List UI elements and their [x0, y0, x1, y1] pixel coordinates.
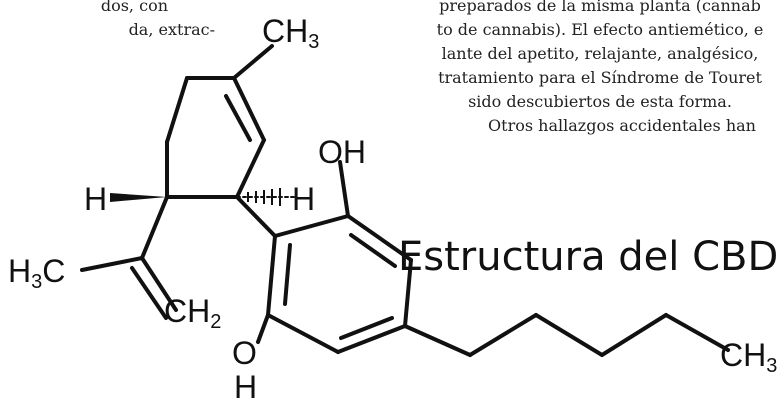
- bond: [273, 214, 350, 238]
- bond: [600, 313, 668, 357]
- bond: [80, 256, 144, 272]
- bond: [235, 138, 266, 199]
- ch3-label: CH3: [262, 13, 319, 53]
- bond: [165, 76, 189, 144]
- double-bond: [130, 266, 168, 320]
- aromatic-inner: [349, 233, 397, 268]
- left-text-line: da, extrac-: [128, 20, 215, 39]
- bond: [232, 76, 266, 142]
- bond: [534, 313, 604, 357]
- bond: [235, 195, 277, 238]
- right-text-line: lante del apetito, relajante, analgésico…: [441, 44, 759, 63]
- bond: [468, 313, 538, 357]
- bond: [336, 324, 407, 354]
- bond: [346, 214, 413, 262]
- bond: [403, 258, 413, 328]
- o-label: O: [232, 335, 257, 371]
- bond-to-o: [256, 313, 270, 344]
- h-label: H: [292, 181, 315, 217]
- left-text-line: dos, con: [100, 0, 168, 15]
- bond: [266, 234, 277, 317]
- aromatic-inner: [339, 316, 394, 340]
- bond-to-ch3: [232, 44, 274, 80]
- ch2-label: CH2: [164, 293, 221, 333]
- right-text-line: tratamiento para el Síndrome de Touret: [438, 68, 762, 87]
- h-label: H: [234, 369, 257, 405]
- bond: [403, 324, 472, 357]
- bond: [664, 313, 730, 352]
- bond-to-oh: [338, 160, 350, 218]
- right-text-line: preparados de la misma planta (cannab: [439, 0, 761, 15]
- bond: [140, 195, 169, 260]
- wedge-bond: [110, 193, 167, 202]
- ch3-label: CH3: [720, 337, 777, 377]
- right-text-line: sido descubiertos de esta forma.: [468, 92, 732, 111]
- right-text-line: to de cannabis). El efecto antiemético, …: [436, 20, 764, 39]
- right-text-line: Otros hallazgos accidentales han: [488, 116, 756, 135]
- double-bond-inner: [224, 94, 252, 142]
- aromatic-inner: [283, 243, 292, 306]
- oh-label: OH: [318, 134, 366, 170]
- section-heading: Estructura del CBD: [398, 234, 778, 280]
- h-label: H: [84, 181, 107, 217]
- bond: [266, 313, 340, 354]
- bond: [140, 256, 178, 312]
- h3c-label: H3C: [8, 253, 65, 293]
